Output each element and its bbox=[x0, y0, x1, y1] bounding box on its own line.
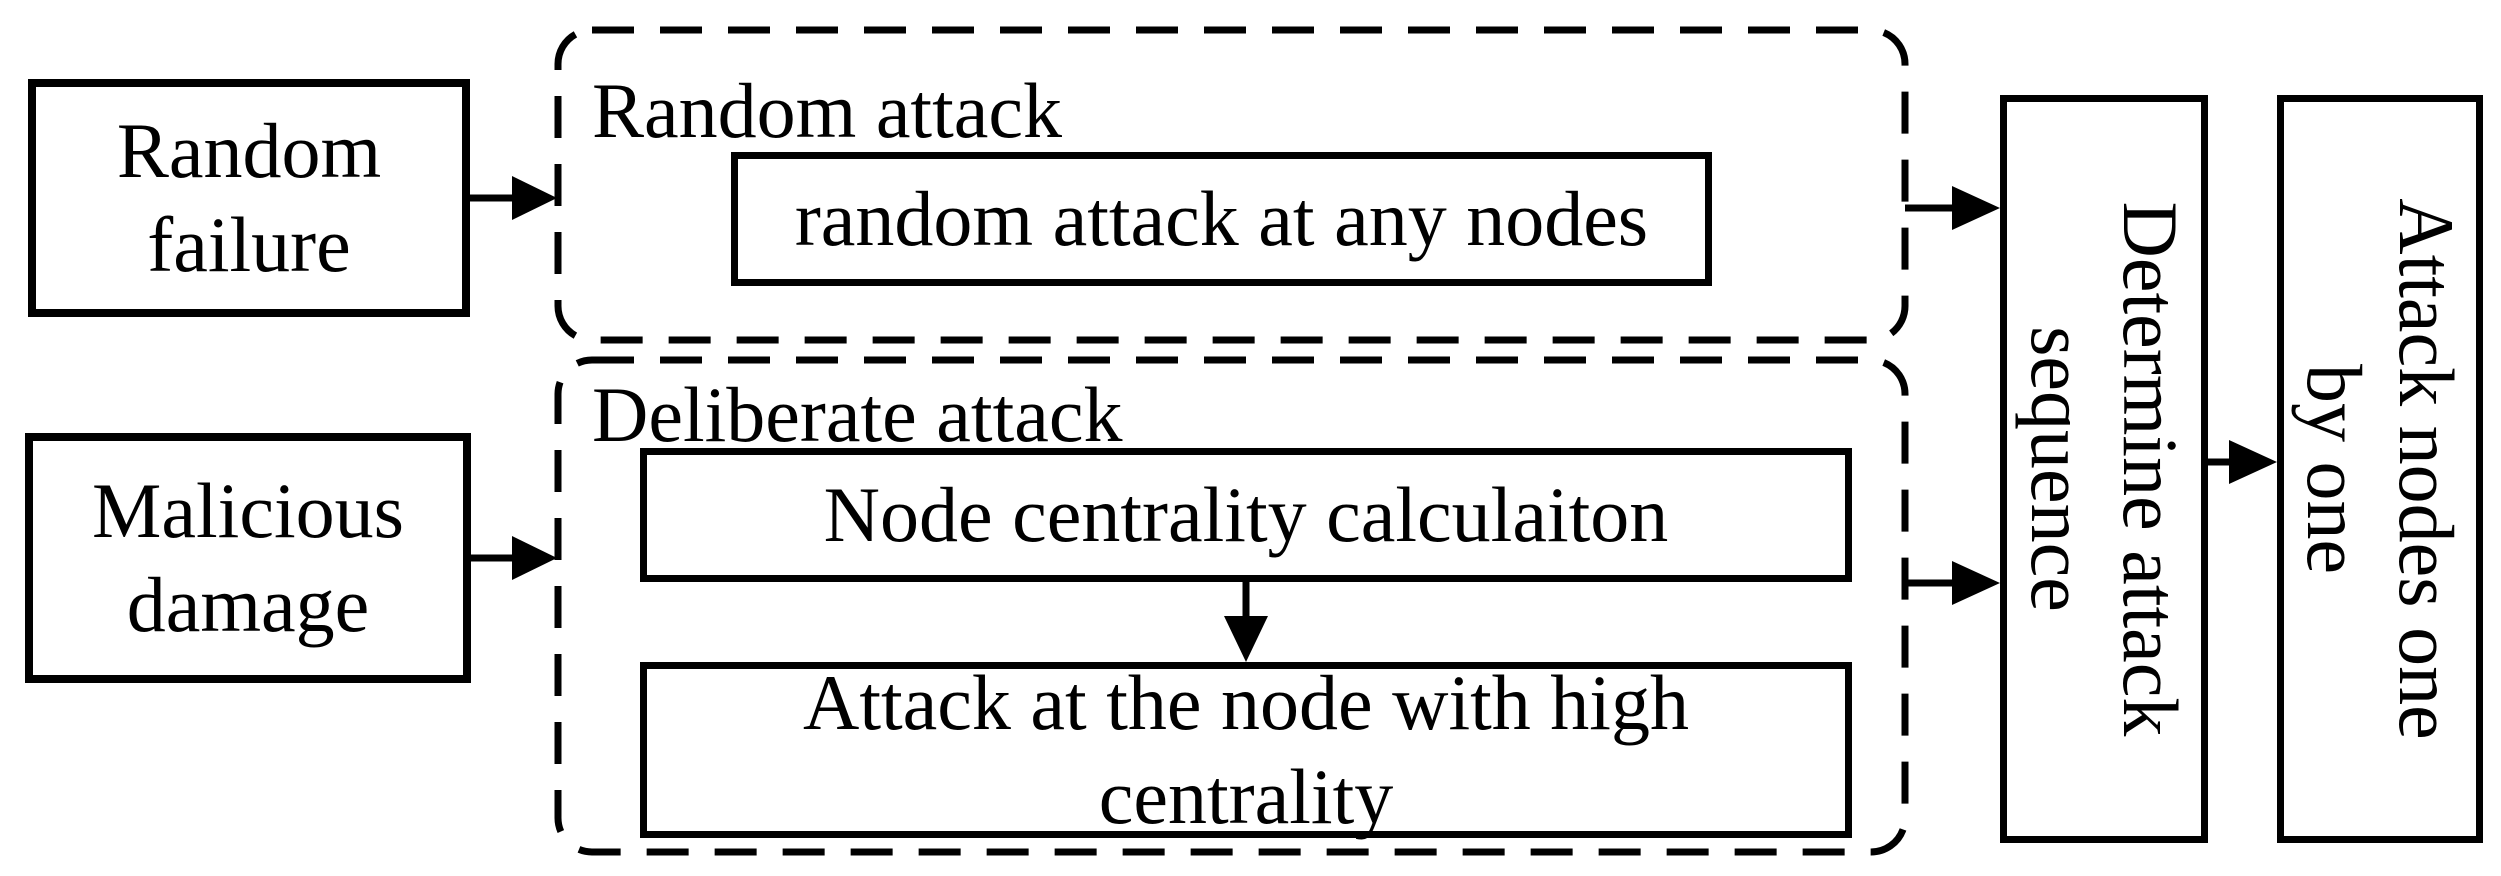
random-attack-step-label: random attack at any nodes bbox=[794, 175, 1649, 263]
arrow-determine-to-attack bbox=[2208, 440, 2277, 484]
arrow-centrality-to-attack-step bbox=[1224, 582, 1268, 662]
arrow-random-failure-to-group bbox=[470, 176, 557, 220]
random-failure-label: Random failure bbox=[116, 107, 382, 288]
attack-nodes-one-by-one-label: Attack nodes one by one bbox=[2291, 198, 2471, 740]
random-attack-group-title: Random attack bbox=[592, 67, 1063, 154]
node-centrality-box: Node centrality calculaiton bbox=[640, 448, 1852, 582]
arrow-deliberate-group-to-determine bbox=[1905, 561, 2000, 605]
random-attack-group-outline bbox=[554, 26, 1909, 344]
node-centrality-label: Node centrality calculaiton bbox=[823, 471, 1669, 559]
determine-attack-sequence-box: Determine attack sequence bbox=[2000, 95, 2208, 843]
deliberate-attack-group-title: Deliberate attack bbox=[592, 371, 1123, 458]
malicious-damage-label: Malicious damage bbox=[92, 467, 404, 648]
attack-high-centrality-box: Attack at the node with high centrality bbox=[640, 659, 1852, 840]
deliberate-attack-group-outline bbox=[554, 356, 1909, 856]
arrow-malicious-to-group bbox=[471, 536, 557, 580]
random-attack-step-box: random attack at any nodes bbox=[731, 152, 1712, 286]
malicious-damage-box: Malicious damage bbox=[25, 433, 471, 683]
determine-attack-sequence-label: Determine attack sequence bbox=[2015, 201, 2195, 737]
attack-nodes-one-by-one-box: Attack nodes one by one bbox=[2277, 95, 2483, 843]
arrow-random-group-to-determine bbox=[1905, 186, 2000, 230]
attack-high-centrality-label: Attack at the node with high centrality bbox=[803, 659, 1689, 840]
random-failure-box: Random failure bbox=[28, 79, 470, 317]
